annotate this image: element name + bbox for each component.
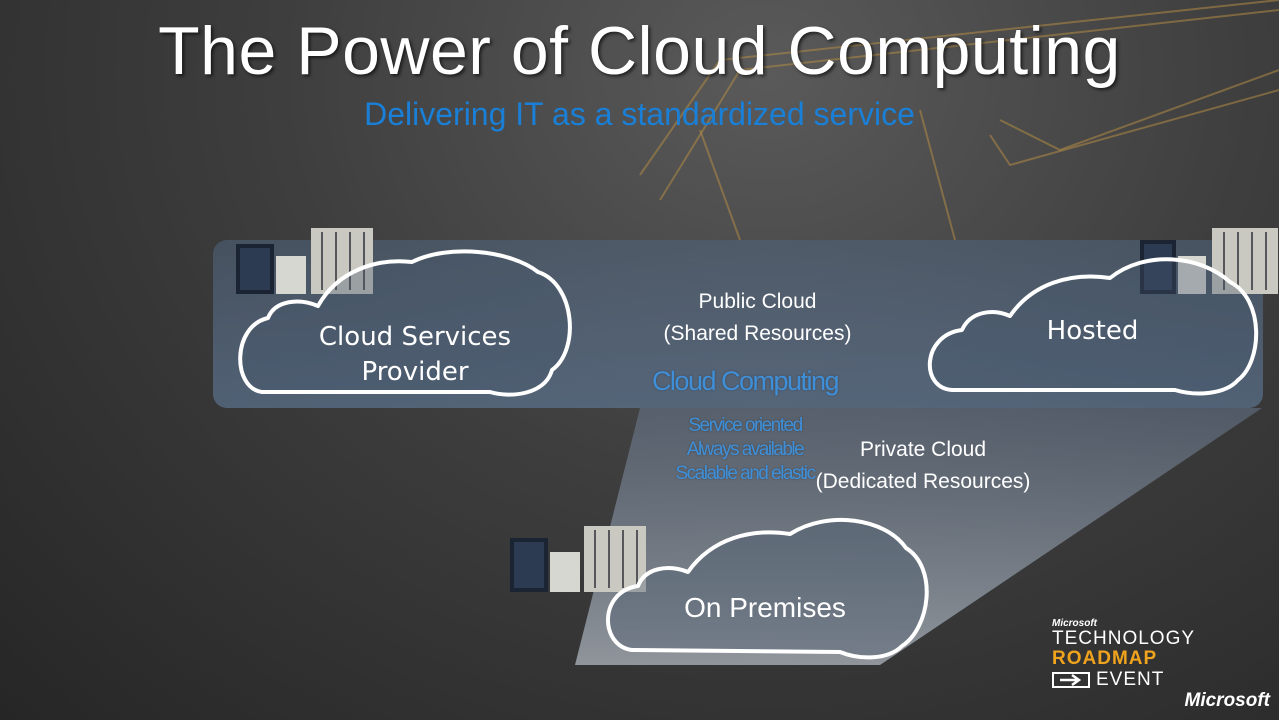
public-cloud-band — [213, 240, 1263, 408]
public-cloud-line1: Public Cloud — [698, 290, 817, 313]
public-cloud-caption: Public Cloud (Shared Resources) — [630, 286, 885, 350]
cloud-provider-label: Cloud Services Provider — [300, 320, 530, 390]
server-rack-provider-icon — [236, 228, 373, 294]
server-rack-on-premises-icon — [510, 526, 646, 592]
server-rack-hosted-icon — [1140, 228, 1278, 294]
page-subtitle: Delivering IT as a standardized service — [364, 96, 915, 132]
logo-line-event: EVENT — [1096, 669, 1165, 690]
cloud-computing-features: Service oriented Always available Scalab… — [640, 414, 850, 486]
arrow-box-icon — [1052, 672, 1090, 688]
feature-item: Always available — [686, 439, 805, 460]
footer-microsoft-logo: Microsoft — [1184, 690, 1271, 711]
private-cloud-line1: Private Cloud — [859, 438, 987, 461]
logo-line-technology: TECHNOLOGY — [1052, 628, 1196, 649]
cloud-computing-heading: Cloud Computing — [651, 366, 840, 396]
technology-roadmap-event-logo: Microsoft TECHNOLOGY ROADMAP EVENT — [1052, 618, 1232, 691]
feature-item: Service oriented — [688, 415, 803, 436]
private-cloud-caption: Private Cloud (Dedicated Resources) — [798, 434, 1048, 498]
cloud-hosted-label: Hosted — [1046, 316, 1139, 346]
logo-brand-small: Microsoft — [1052, 618, 1097, 629]
logo-line-roadmap: ROADMAP — [1052, 648, 1158, 669]
cloud-provider-label-line1: Cloud Services — [318, 322, 512, 352]
feature-item: Scalable and elastic — [675, 463, 817, 484]
page-title: The Power of Cloud Computing — [158, 13, 1121, 89]
logo-event-row: EVENT — [1052, 669, 1232, 691]
private-cloud-line2: (Dedicated Resources) — [815, 470, 1031, 493]
cloud-provider-label-line2: Provider — [361, 357, 469, 387]
cloud-hosted-shape — [927, 257, 1259, 396]
cloud-on-premises-label: On Premises — [684, 592, 846, 623]
public-cloud-line2: (Shared Resources) — [663, 322, 852, 345]
cloud-on-premises-shape — [606, 517, 929, 660]
cloud-provider-shape — [238, 249, 572, 397]
